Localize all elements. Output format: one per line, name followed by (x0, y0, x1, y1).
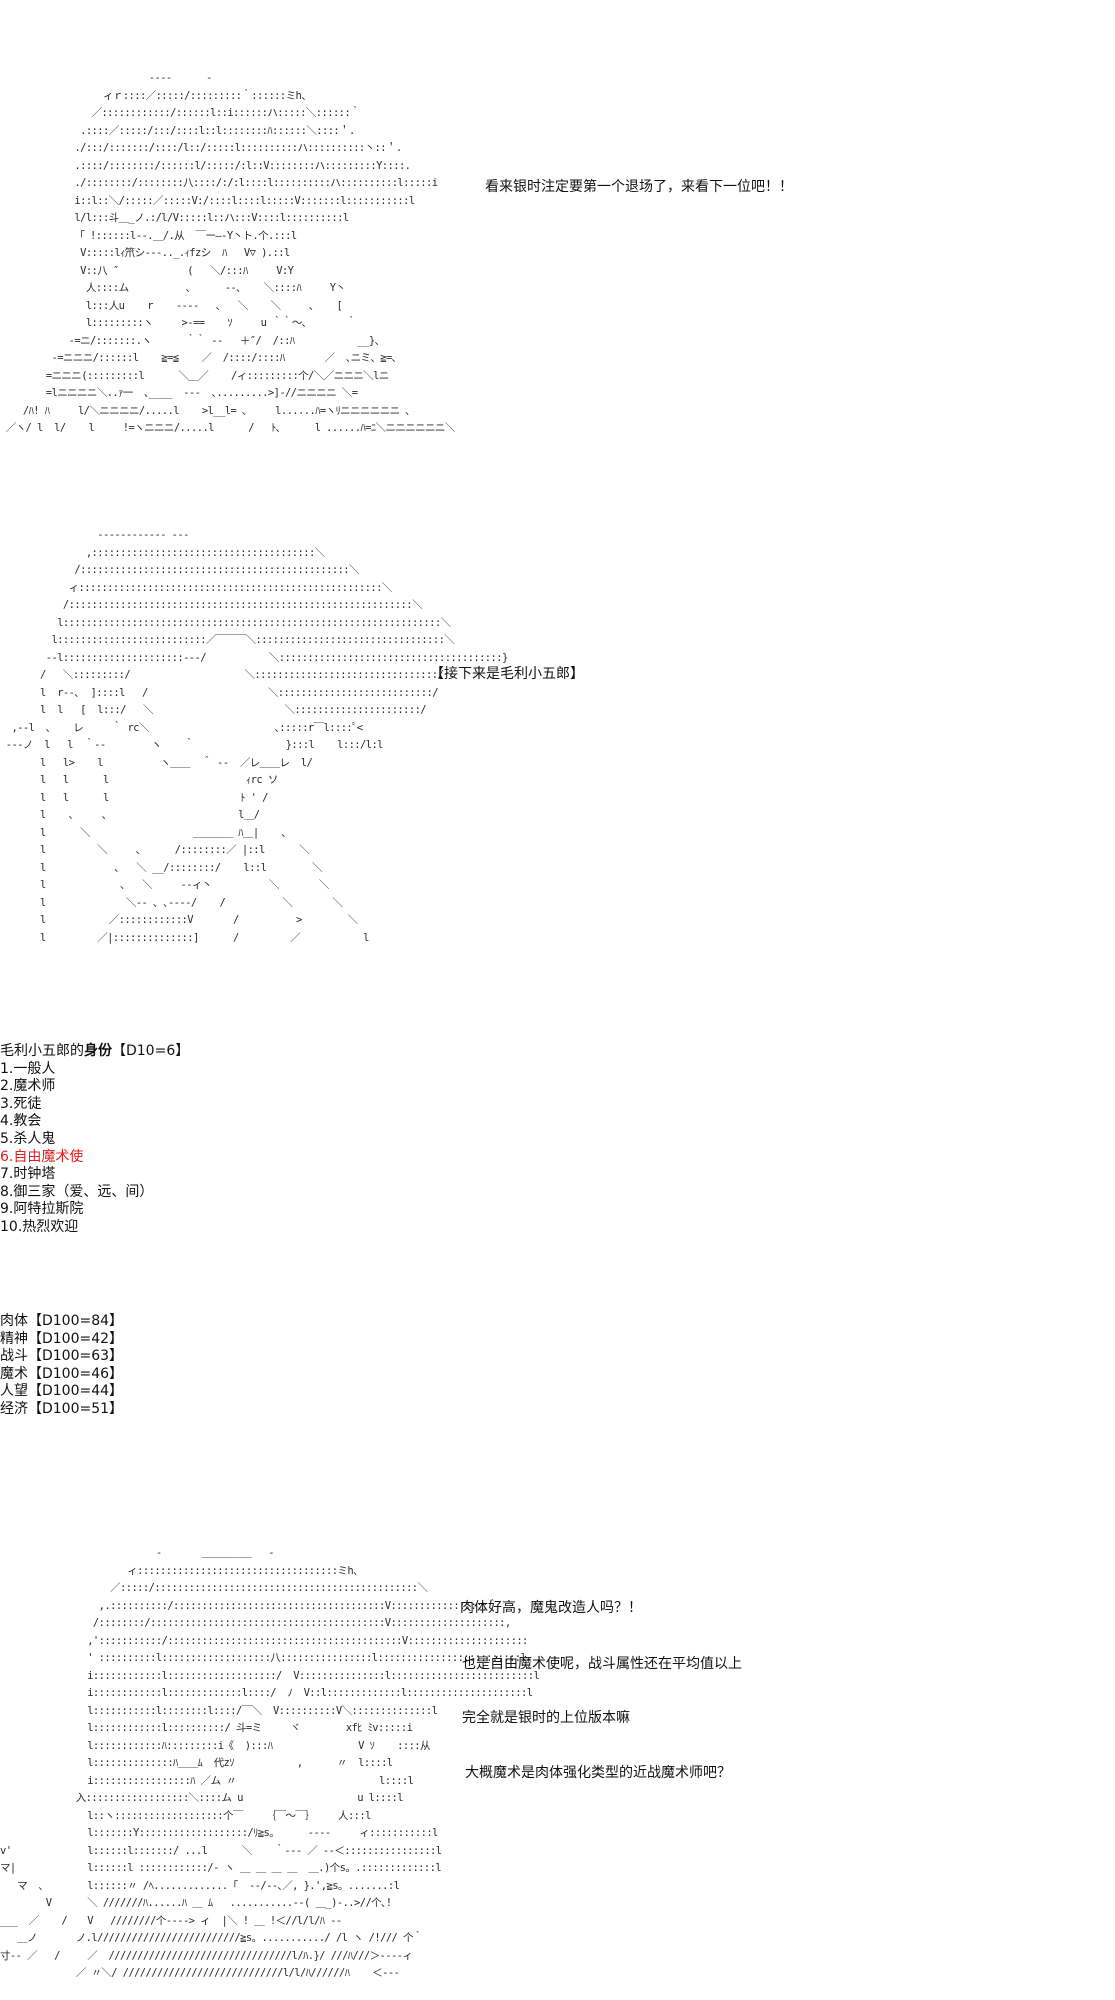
stat-line: 战斗【D100=63】 (0, 1348, 124, 1365)
option-item: 3.死徒 (0, 1095, 42, 1112)
option-item: 2.魔术师 (0, 1078, 56, 1095)
option-item: 4.教会 (0, 1113, 42, 1130)
comment-line-2: 也是自由魔术使呢，战斗属性还在平均值以上 (462, 1656, 742, 1672)
character-ascii-art-left-edge: v' マ| マ ､ V ___ ／ / ＿ノ 寸‐‐ ／ / (0, 1844, 68, 1962)
comment-line-3: 完全就是银时的上位版本嘛 (462, 1710, 630, 1726)
option-item-selected: 6.自由魔术使 (0, 1148, 84, 1165)
identity-roll-header: 毛利小五郎的身份【D10=6】 (0, 1043, 189, 1061)
option-item: 7.时钟塔 (0, 1166, 56, 1183)
identity-roll: 毛利小五郎的身份【D10=6】 1.一般人 2.魔术师 3.死徒 4.教会 5.… (0, 1043, 189, 1237)
roll-header-name: 毛利小五郎的 (0, 1043, 84, 1059)
option-item: 5.杀人鬼 (0, 1130, 56, 1147)
option-item: 9.阿特拉斯院 (0, 1201, 84, 1218)
character-ascii-art: ‐ ＿＿＿＿＿ ‐ ィ:::::::::::::::::::::::::::::… (75, 1547, 540, 1979)
option-item: 1.一般人 (0, 1060, 56, 1077)
option-item: 8.御三家（爱、远、间） (0, 1183, 154, 1200)
mouri-ascii-art: ‐‐‐‐‐‐‐‐‐‐‐‐ ‐‐‐ ,::::::::::::::::::::::… (5, 529, 509, 944)
comment-line-1: 肉体好高，魔鬼改造人吗？！ (460, 1600, 642, 1616)
option-item: 10.热烈欢迎 (0, 1218, 79, 1235)
next-character-caption: 【接下来是毛利小五郎】 (430, 666, 584, 682)
gintoki-ascii-art: ‐‐‐‐ ‐ ィｒ::::／:::::/:::::::::｀::::::ミh、 … (5, 72, 456, 434)
stat-line: 经济【D100=51】 (0, 1400, 124, 1417)
stat-line: 魔术【D100=46】 (0, 1365, 124, 1382)
stat-line: 人望【D100=44】 (0, 1383, 124, 1400)
stat-line: 肉体【D100=84】 (0, 1313, 124, 1329)
comment-line-4: 大概魔术是肉体强化类型的近战魔术师吧？ (465, 1765, 731, 1781)
roll-header-dice: 【D10=6】 (112, 1043, 190, 1059)
stats-roll: 肉体【D100=84】 精神【D100=42】 战斗【D100=63】 魔术【D… (0, 1313, 123, 1419)
roll-header-bold: 身份 (84, 1043, 112, 1059)
gintoki-comment: 看来银时注定要第一个退场了，来看下一位吧！！ (485, 179, 793, 195)
stat-line: 精神【D100=42】 (0, 1330, 124, 1347)
